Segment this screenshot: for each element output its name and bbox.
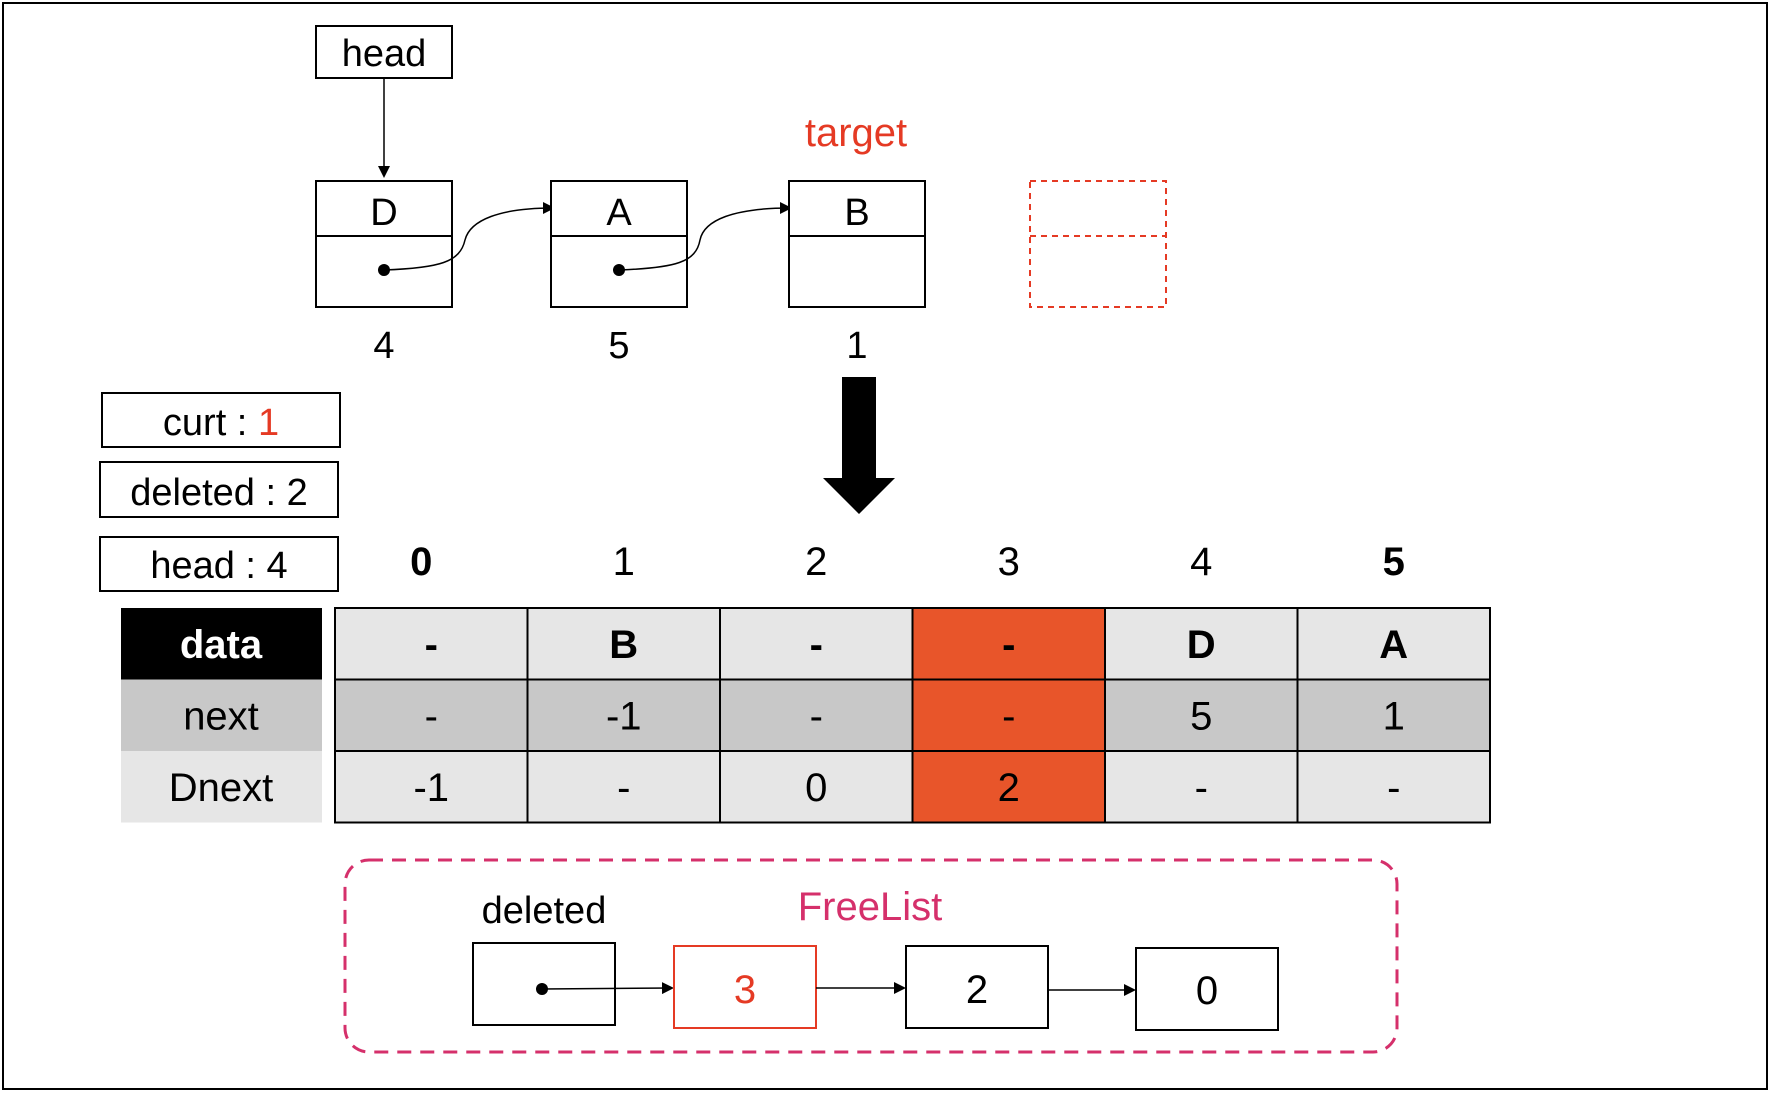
table-cell (1104, 678, 1299, 752)
column-index-header: 5 (1383, 540, 1405, 584)
removed-node-placeholder (1029, 180, 1167, 308)
row-label-cell (121, 679, 322, 751)
table-cell-value: - (1387, 766, 1400, 810)
table-cell-value: - (810, 623, 823, 667)
node-box (788, 180, 926, 308)
deleted-text: deleted : 2 (130, 472, 307, 514)
column-index-header: 1 (613, 540, 635, 584)
table-cell (1296, 750, 1491, 824)
node-index: 5 (608, 325, 629, 367)
table-cell-value: - (425, 694, 438, 738)
freelist-title: FreeList (798, 885, 943, 929)
var-deleted: deleted : 2 (99, 461, 339, 518)
table-cell (334, 678, 529, 752)
column-headers: 0 1 2 3 4 5 (410, 540, 1405, 584)
list-node: A 5 (550, 180, 688, 367)
table-cell (1104, 750, 1299, 824)
head-label: head (342, 33, 427, 75)
table-cell-value: - (1002, 694, 1015, 738)
freelist-arrow (541, 982, 674, 995)
head-pointer: head (315, 25, 453, 178)
column-index-header: 2 (805, 540, 827, 584)
column-index-header: 0 (410, 540, 432, 584)
row-label: next (183, 694, 259, 738)
table-cell-value: 5 (1190, 694, 1212, 738)
head-var-text: head : 4 (150, 545, 287, 587)
node-index: 4 (373, 325, 394, 367)
var-curt: curt : 1 (101, 392, 341, 448)
deleted-pointer-box (472, 942, 674, 1026)
node-data: D (370, 192, 397, 234)
table-cell (526, 678, 721, 752)
freelist-frame (343, 858, 1399, 1054)
table-cell (719, 750, 914, 824)
table-cell (334, 750, 529, 824)
table-cell-value: 1 (1383, 694, 1405, 738)
table-cell-value: A (1379, 623, 1408, 667)
freelist-node: 2 (905, 945, 1049, 1029)
curt-label: curt : (163, 402, 258, 444)
row-label: data (180, 623, 263, 667)
table-cell-value: D (1187, 623, 1216, 667)
row-label-cell (121, 751, 322, 823)
node-box (315, 180, 453, 308)
target-label: target (805, 111, 907, 155)
table-cell-value: - (1002, 623, 1015, 667)
node-data: B (844, 192, 869, 234)
table-cell-value: - (425, 623, 438, 667)
node-link-arrow (618, 202, 792, 271)
curt-value: 1 (258, 402, 279, 444)
freelist-node-value: 3 (734, 968, 756, 1012)
node-box (550, 180, 688, 308)
var-head: head : 4 (99, 536, 339, 592)
list-node: B 1 (788, 180, 926, 367)
table-cell-value: -1 (413, 766, 449, 810)
node-index: 1 (846, 325, 867, 367)
table-cell (719, 607, 914, 681)
table-cell (334, 607, 529, 681)
table-cell (719, 678, 914, 752)
freelist-node-value: 2 (966, 968, 988, 1012)
table-cell-value: - (617, 766, 630, 810)
table-cell (526, 607, 721, 681)
table-cell-value: B (609, 623, 638, 667)
freelist-node: 0 (1135, 947, 1279, 1031)
freelist-node-value: 0 (1196, 969, 1218, 1013)
table-cell-value: 2 (998, 766, 1020, 810)
table-cells: - B - - D A - -1 - - 5 1 -1 - 0 2 - - (334, 607, 1491, 824)
transform-down-arrow-icon (823, 377, 895, 514)
row-label: Dnext (169, 766, 274, 810)
column-index-header: 4 (1190, 540, 1212, 584)
table-cell-value: - (1195, 766, 1208, 810)
table-cell-value: -1 (606, 694, 642, 738)
row-label-cell (121, 608, 322, 680)
curt-text: curt : 1 (163, 402, 279, 444)
column-index-header: 3 (998, 540, 1020, 584)
table-cell-value: 0 (805, 766, 827, 810)
table-cell-value: - (810, 694, 823, 738)
list-node: D 4 (315, 180, 453, 367)
freelist-deleted-label: deleted (482, 890, 607, 932)
node-data: A (606, 192, 632, 234)
node-link-arrow (383, 202, 555, 271)
freelist-node: 3 (673, 945, 817, 1029)
